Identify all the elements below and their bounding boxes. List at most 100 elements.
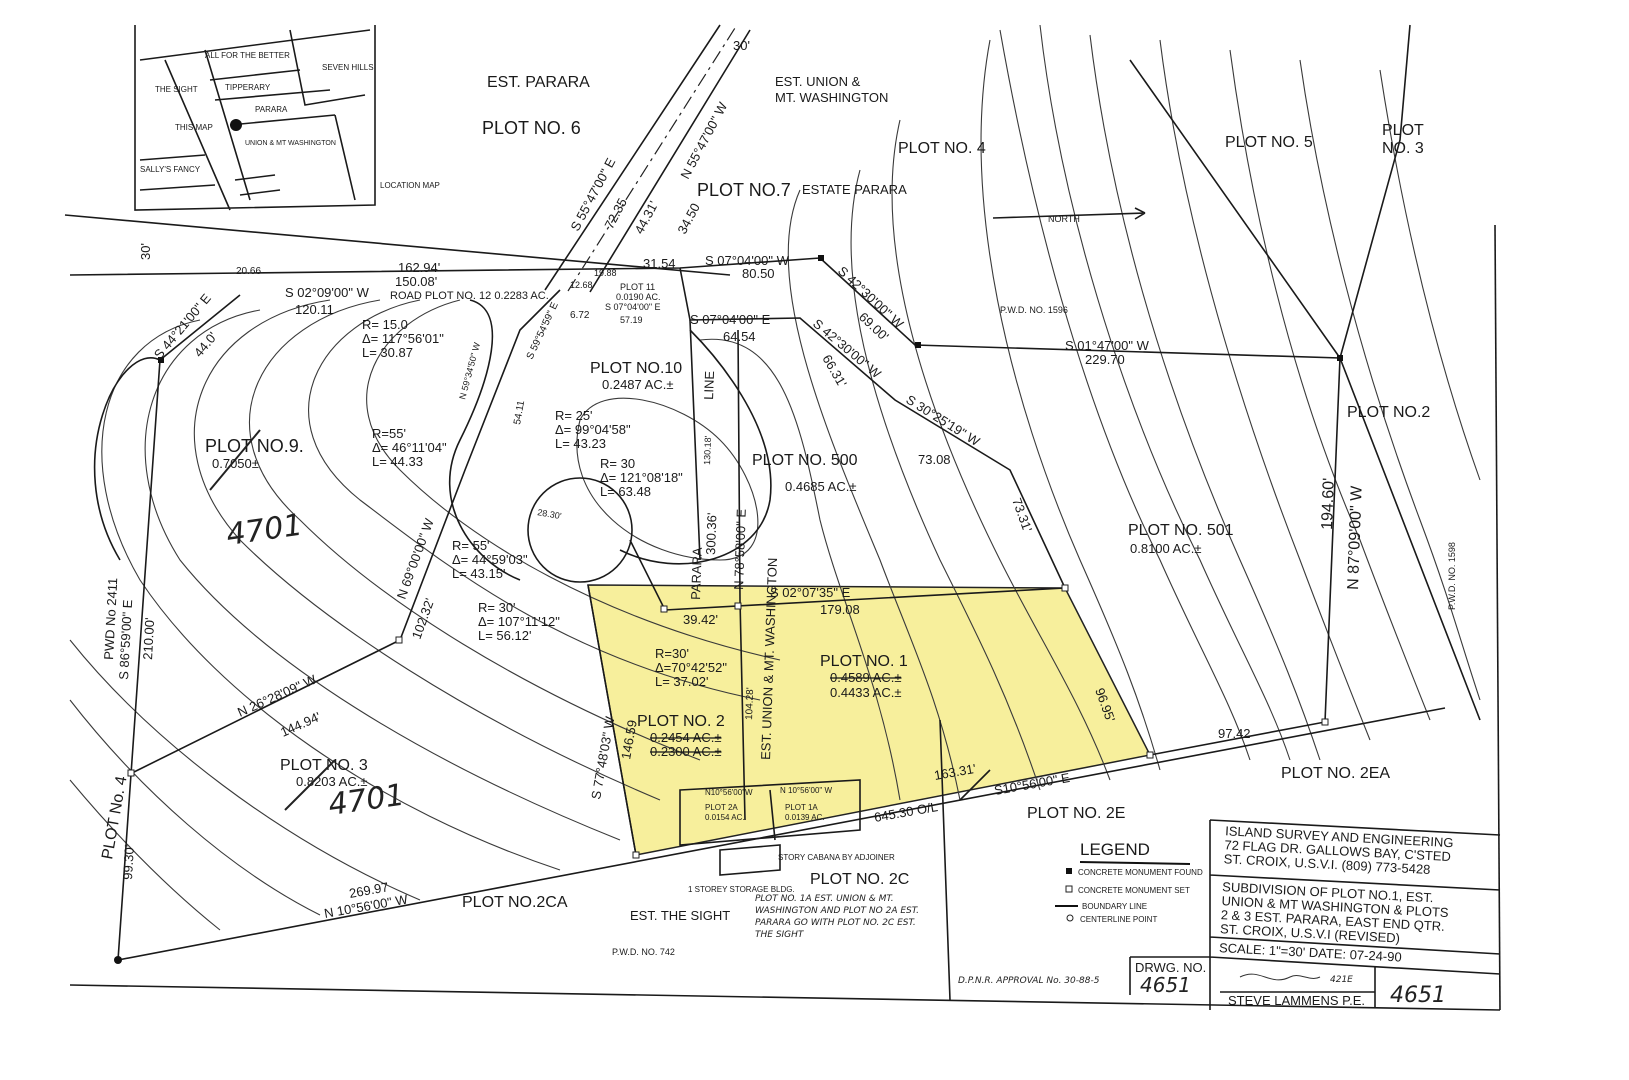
signature	[1239, 973, 1321, 981]
monument-set-icon	[1065, 885, 1073, 893]
curve-data-c1: R= 15.0Δ= 117°56'01"L= 30.87	[362, 317, 444, 360]
distance: 57.19	[620, 315, 643, 325]
svg-text:R= 55': R= 55'	[452, 538, 490, 553]
legend: LEGEND CONCRETE MONUMENT FOUND CONCRETE …	[1055, 840, 1203, 924]
plot-label: PLOT NO.2CA	[462, 894, 568, 911]
bearing: S 07°04'00" E	[690, 312, 771, 327]
distance: 39.42'	[683, 612, 718, 627]
building-note: 1 STOREY STORAGE BLDG.	[688, 885, 795, 894]
title-block: ISLAND SURVEY AND ENGINEERING 72 FLAG DR…	[1129, 819, 1501, 1010]
svg-text:Δ= 99°04'58": Δ= 99°04'58"	[555, 422, 631, 437]
bearing: S 59°54'59" E	[525, 300, 561, 361]
bearing: N10°56'00"W	[705, 788, 753, 797]
pwd-label: P.W.D. NO. 742	[612, 947, 675, 957]
estate-label: EST. PARARA	[487, 74, 590, 91]
plot-label: ESTATE PARARA	[802, 182, 907, 197]
plot-area: 0.8100 AC.±	[1130, 541, 1201, 556]
legend-item: CONCRETE MONUMENT FOUND	[1078, 868, 1203, 877]
distance: 150.08'	[395, 274, 437, 289]
centerline-point-icon	[1066, 914, 1074, 922]
bearing: LINE	[701, 370, 717, 400]
bearing: N 55°47'00" W	[677, 99, 730, 181]
plot-area: 0.4433 AC.±	[830, 685, 901, 700]
plot-label: PLOT NO. 501	[1128, 522, 1234, 539]
inset-label: ALL FOR THE BETTER	[205, 51, 290, 60]
plot-area-old: 0.4589 AC.±	[830, 670, 901, 685]
ownership-note: PLOT NO. 1A EST. UNION & MT. WASHINGTON …	[755, 894, 920, 940]
distance: 54.11	[512, 399, 527, 425]
curve-data-c3: R=55'Δ= 46°11'04"L= 44.33	[372, 426, 447, 469]
approval-note: D.P.N.R. APPROVAL No. 30-88-5	[958, 976, 1100, 986]
distance: 80.50	[742, 266, 775, 281]
svg-text:R=55': R=55'	[372, 426, 406, 441]
plot-label: PLOT NO. 3	[280, 757, 368, 774]
svg-text:R= 25': R= 25'	[555, 408, 593, 423]
distance: 162.94'	[398, 260, 440, 275]
svg-text:Δ= 117°56'01": Δ= 117°56'01"	[362, 331, 444, 346]
distance: 31.54	[643, 256, 676, 271]
plot-label: PLOT NO. 500	[752, 452, 858, 469]
north-arrow-label: NORTH	[1048, 214, 1080, 224]
bearing: S 07°04'00" W	[705, 253, 790, 268]
plot-area-old: 0.2454 AC.±	[650, 730, 721, 745]
plot-label: PLOT NO. 2	[637, 713, 725, 730]
svg-text:L= 56.12': L= 56.12'	[478, 628, 531, 643]
plot-label: PLOT 2A	[705, 803, 738, 812]
pwd-label: P.W.D. NO. 1598	[1447, 542, 1457, 610]
drawing-number-label: DRWG. NO.	[1135, 960, 1206, 975]
svg-text:R= 30': R= 30'	[478, 600, 516, 615]
estate-label: EST. UNION &	[775, 74, 861, 89]
inset-label: THIS MAP	[175, 123, 213, 132]
distance: 73.08	[918, 452, 951, 467]
bearing: N 78°58'00" E	[731, 508, 749, 590]
bearing: N 87°09'00" W	[1345, 485, 1366, 590]
distance: 20.66	[236, 266, 261, 277]
curve-data-c2: R= 25'Δ= 99°04'58"L= 43.23	[555, 408, 631, 451]
drawing-number: 4651	[1390, 983, 1446, 1008]
inset-label: PARARA	[255, 105, 288, 114]
distance: 19.88	[594, 268, 617, 278]
distance: 163.31'	[933, 761, 977, 783]
curve-data-c7: R=30'Δ=70°42'52"L= 37.02'	[655, 646, 727, 689]
bearing: EST. UNION & MT. WASHINGTON	[758, 557, 780, 760]
estate-label: MT. WASHINGTON	[775, 90, 888, 105]
plot-label: PLOT NO. 2C	[810, 871, 909, 888]
distance: 64.54	[723, 329, 756, 344]
distance: 210.00'	[140, 617, 157, 660]
distance: 28.30'	[537, 507, 563, 521]
plot-label: PLOT 1A	[785, 803, 818, 812]
bearing: S 02°07'35" E	[770, 585, 851, 600]
location-map-inset: ALL FOR THE BETTER THE SIGHT TIPPERARY S…	[134, 25, 440, 211]
distance: 229.70	[1085, 352, 1125, 367]
bearing: S 01°47'00" W	[1065, 338, 1150, 353]
plot-label: PLOT NO. 4	[898, 140, 986, 157]
plot-label: PLOT	[1382, 122, 1424, 139]
distance: 300.36'	[703, 512, 719, 555]
plot-area: 0.2487 AC.±	[602, 377, 673, 392]
svg-text:L= 30.87: L= 30.87	[362, 345, 413, 360]
estate-label: EST. THE SIGHT	[630, 908, 730, 923]
license-number: 421E	[1330, 975, 1353, 985]
svg-text:L= 37.02': L= 37.02'	[655, 674, 708, 689]
distance: 99.30'	[120, 844, 137, 880]
legend-title: LEGEND	[1080, 840, 1150, 859]
plot-label: NO. 3	[1382, 140, 1424, 157]
plot-area: 0.7050±	[212, 456, 259, 471]
bearing: S 86°59'00" E	[116, 599, 135, 680]
curve-data-c4: R= 30Δ= 121°08'18"L= 63.48	[600, 456, 683, 499]
plot-area: 0.2300 AC.±	[650, 744, 721, 759]
handwritten-number: 4701	[224, 508, 304, 553]
legend-item: BOUNDARY LINE	[1082, 902, 1147, 911]
engineer-name: STEVE LAMMENS P.E.	[1228, 993, 1365, 1008]
plot-label: PLOT NO.7	[697, 180, 791, 200]
svg-text:Δ= 44°59'03": Δ= 44°59'03"	[452, 552, 528, 567]
distance: 97.42	[1218, 726, 1251, 741]
plot-label: PLOT NO.2	[1347, 404, 1430, 421]
bearing: N 10°56'00" W	[780, 786, 832, 795]
plot-label: PLOT NO.9.	[205, 436, 304, 456]
curve-data-c5: R= 55'Δ= 44°59'03"L= 43.15'	[452, 538, 528, 581]
road-width: 30'	[138, 243, 153, 260]
plot-label: PLOT NO. 1	[820, 653, 908, 670]
distance: 130.18'	[702, 435, 713, 465]
